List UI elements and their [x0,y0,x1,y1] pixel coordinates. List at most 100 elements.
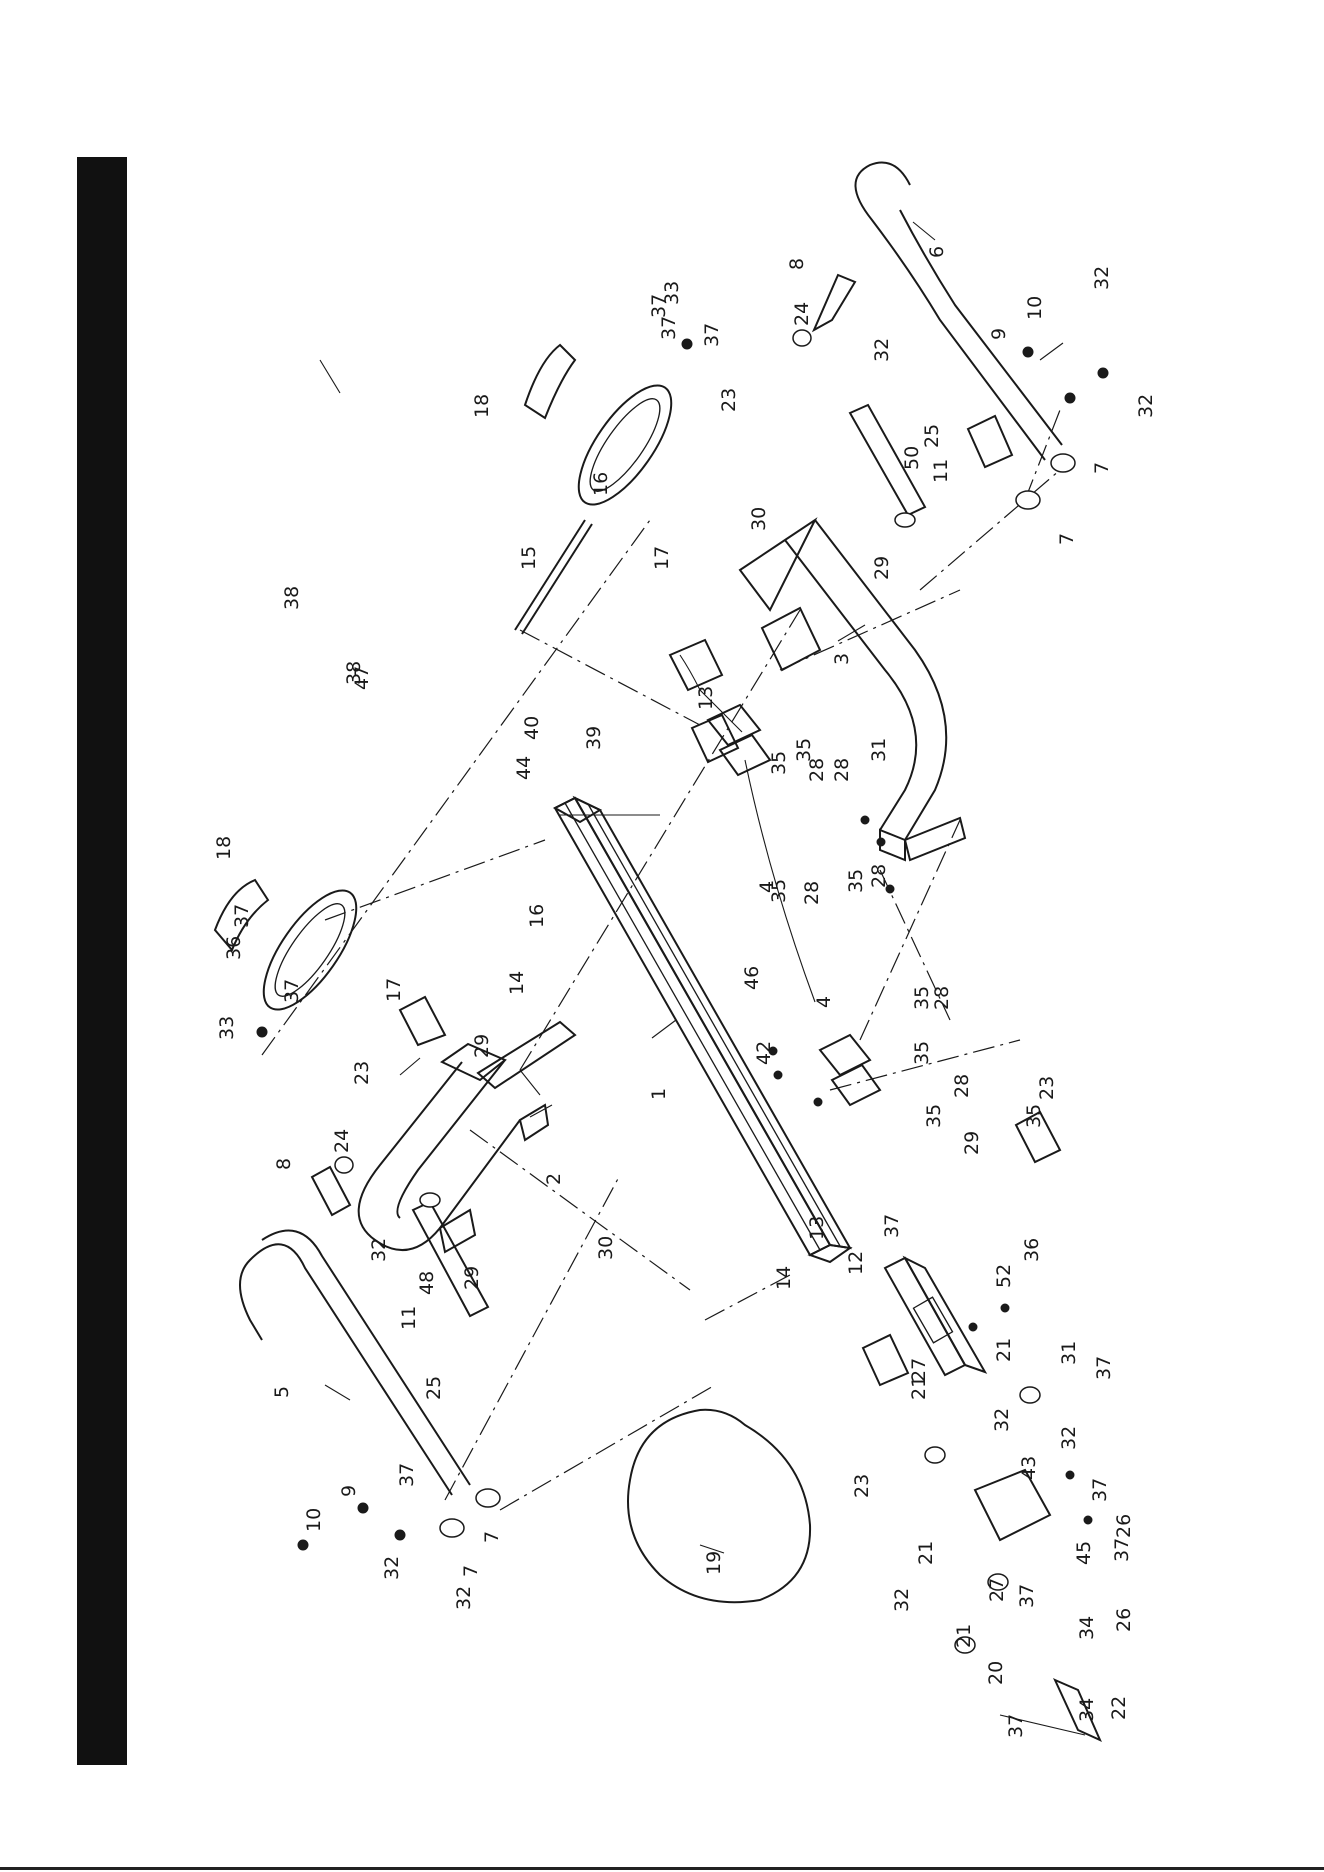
callout-label: 42 [753,1041,775,1065]
callout-label: 35 [845,869,867,893]
callout-label: 46 [741,966,763,990]
bolt-head [813,1097,823,1107]
callout-label: 11 [398,1306,420,1330]
callout-label: 5 [271,1386,293,1398]
page-edge-bar [77,157,127,1765]
seat-pad [627,1408,812,1604]
console [668,606,822,1003]
callout-label: 3 [831,653,853,665]
alignment-line [519,629,701,726]
callout-label: 25 [921,424,943,448]
callout-label: 32 [1135,394,1157,418]
callout-label: 32 [1058,1426,1080,1450]
callout-label: 32 [368,1238,390,1262]
callout-label: 29 [871,556,893,580]
callout-label: 35 [768,879,790,903]
callout-label: 10 [303,1508,325,1532]
callout-label: 37 [881,1214,903,1238]
end-plug [792,329,812,347]
foot [1014,1110,1062,1164]
callout-label: 37 [1016,1584,1038,1608]
callout-label: 8 [786,258,808,270]
bolt-head [968,1322,978,1332]
callout-label: 34 [1076,1616,1098,1640]
roller-wheel [924,1446,946,1464]
bolt-head [876,837,886,847]
callout-label: 28 [951,1074,973,1098]
nut [681,338,693,350]
frame-feet [398,414,1062,1387]
alignment-lines [261,409,1061,1511]
main-rail [552,795,853,1264]
pedals [213,343,673,1011]
callout-label: 52 [993,1264,1015,1288]
console-bracket [668,638,724,692]
callout-label: 7 [460,1565,482,1577]
callout-label: 10 [1024,296,1046,320]
callout-label: 29 [961,1131,983,1155]
alignment-line [879,869,951,1021]
alignment-line [519,609,801,1071]
callout-label: 28 [931,986,953,1010]
callout-label: 14 [773,1266,795,1290]
alignment-line [704,1274,791,1321]
callout-label: 7 [1056,533,1078,545]
rail-brackets [706,703,882,1107]
rear-stabilizer [883,1255,988,1377]
alignment-line [499,1384,716,1511]
callout-label: 37 [1111,1538,1133,1562]
resistance-cylinders [411,403,927,1318]
callout-label: 13 [806,1216,828,1240]
bolt-head [885,884,895,894]
callout-label: 17 [383,978,405,1002]
label-plate [912,1296,954,1344]
callout-label: 48 [416,1271,438,1295]
callout-label: 26 [1113,1514,1135,1538]
bolt-head [773,1070,783,1080]
alignment-line [829,1039,1021,1091]
nut [1097,367,1109,379]
callout-label: 50 [901,446,923,470]
pedal-left [262,889,358,1011]
callout-label: 30 [595,1236,617,1260]
foot [398,995,447,1047]
callout-label: 35 [793,738,815,762]
sensor-wire [744,759,816,1003]
callout-label: 23 [851,1474,873,1498]
callout-label: 37 [648,294,670,318]
nut [297,1539,309,1551]
callout-label: 9 [988,328,1010,340]
callout-label: 37 [1005,1714,1027,1738]
callout-label: 32 [871,338,893,362]
callout-label: 1 [648,1088,670,1100]
callout-label: 32 [453,1586,475,1610]
callout-label: 32 [381,1556,403,1580]
alignment-line [469,1129,691,1291]
callout-label: 44 [513,756,535,780]
callout-label: 26 [1113,1608,1135,1632]
callout-label: 13 [695,686,717,710]
callout-label: 12 [845,1251,867,1275]
end-cap [475,1488,501,1508]
alignment-line [779,589,961,671]
end-cap [1015,490,1041,510]
callout-label: 38 [281,586,303,610]
callout-label: 24 [331,1129,353,1153]
pedal-right [577,384,673,506]
nut [256,1026,268,1038]
callout-label: 38 [343,661,365,685]
sensor-housing [690,713,740,764]
bolt-head [1083,1515,1093,1525]
callout-label: 23 [1036,1076,1058,1100]
callout-label: 18 [471,394,493,418]
callout-label: 36 [223,936,245,960]
nut [1064,392,1076,404]
callout-label: 43 [1018,1456,1040,1480]
seat-carriage [627,1386,1102,1742]
callout-label: 37 [396,1463,418,1487]
callout-label: 28 [806,758,828,782]
callout-label: 28 [801,881,823,905]
callout-label: 35 [911,1041,933,1065]
callout-label: 32 [891,1588,913,1612]
